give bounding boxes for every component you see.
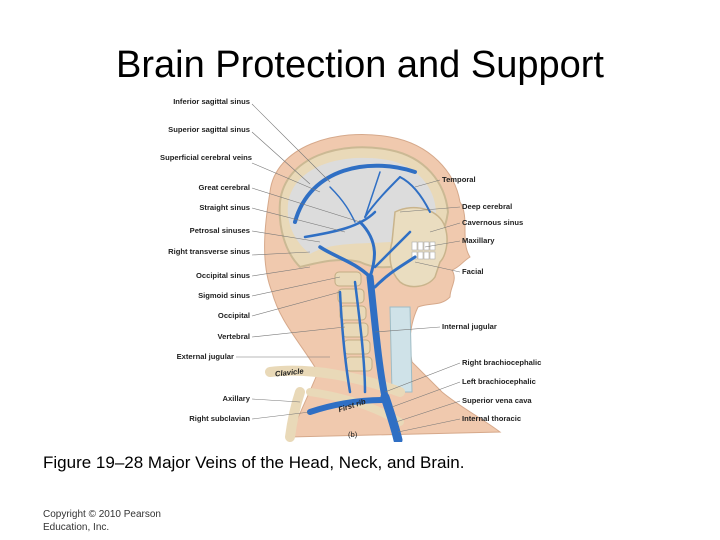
- label-left-brachiocephalic: Left brachiocephalic: [462, 378, 536, 387]
- label-axillary: Axillary: [160, 395, 250, 404]
- trachea: [390, 307, 412, 392]
- label-temporal: Temporal: [442, 176, 476, 185]
- label-occipital-sinus: Occipital sinus: [160, 272, 250, 281]
- label-right-brachiocephalic: Right brachiocephalic: [462, 359, 541, 368]
- label-facial: Facial: [462, 268, 484, 277]
- anatomy-illustration: [160, 92, 560, 442]
- label-maxillary: Maxillary: [462, 237, 495, 246]
- copyright-line-2: Education, Inc.: [43, 521, 161, 534]
- label-deep-cerebral: Deep cerebral: [462, 203, 512, 212]
- veins-head-neck-figure: Inferior sagittal sinus Superior sagitta…: [160, 92, 560, 442]
- slide-title: Brain Protection and Support: [0, 44, 720, 87]
- label-superior-vena-cava: Superior vena cava: [462, 397, 532, 406]
- label-vertebral: Vertebral: [160, 333, 250, 342]
- figure-caption: Figure 19–28 Major Veins of the Head, Ne…: [43, 453, 464, 473]
- label-superior-sagittal-sinus: Superior sagittal sinus: [160, 126, 250, 135]
- copyright-notice: Copyright © 2010 Pearson Education, Inc.: [43, 508, 161, 534]
- label-internal-thoracic: Internal thoracic: [462, 415, 521, 424]
- copyright-line-1: Copyright © 2010 Pearson: [43, 508, 161, 521]
- figure-part-label: (b): [348, 431, 357, 440]
- label-sigmoid-sinus: Sigmoid sinus: [160, 292, 250, 301]
- label-petrosal-sinuses: Petrosal sinuses: [160, 227, 250, 236]
- label-cavernous-sinus: Cavernous sinus: [462, 219, 523, 228]
- label-internal-jugular: Internal jugular: [442, 323, 497, 332]
- label-occipital: Occipital: [160, 312, 250, 321]
- label-great-cerebral: Great cerebral: [160, 184, 250, 193]
- label-superficial-cerebral-veins: Superficial cerebral veins: [160, 154, 250, 163]
- label-external-jugular: External jugular: [160, 353, 234, 362]
- label-right-subclavian: Right subclavian: [160, 415, 250, 424]
- label-inferior-sagittal-sinus: Inferior sagittal sinus: [160, 98, 250, 107]
- label-straight-sinus: Straight sinus: [160, 204, 250, 213]
- label-right-transverse-sinus: Right transverse sinus: [160, 248, 250, 257]
